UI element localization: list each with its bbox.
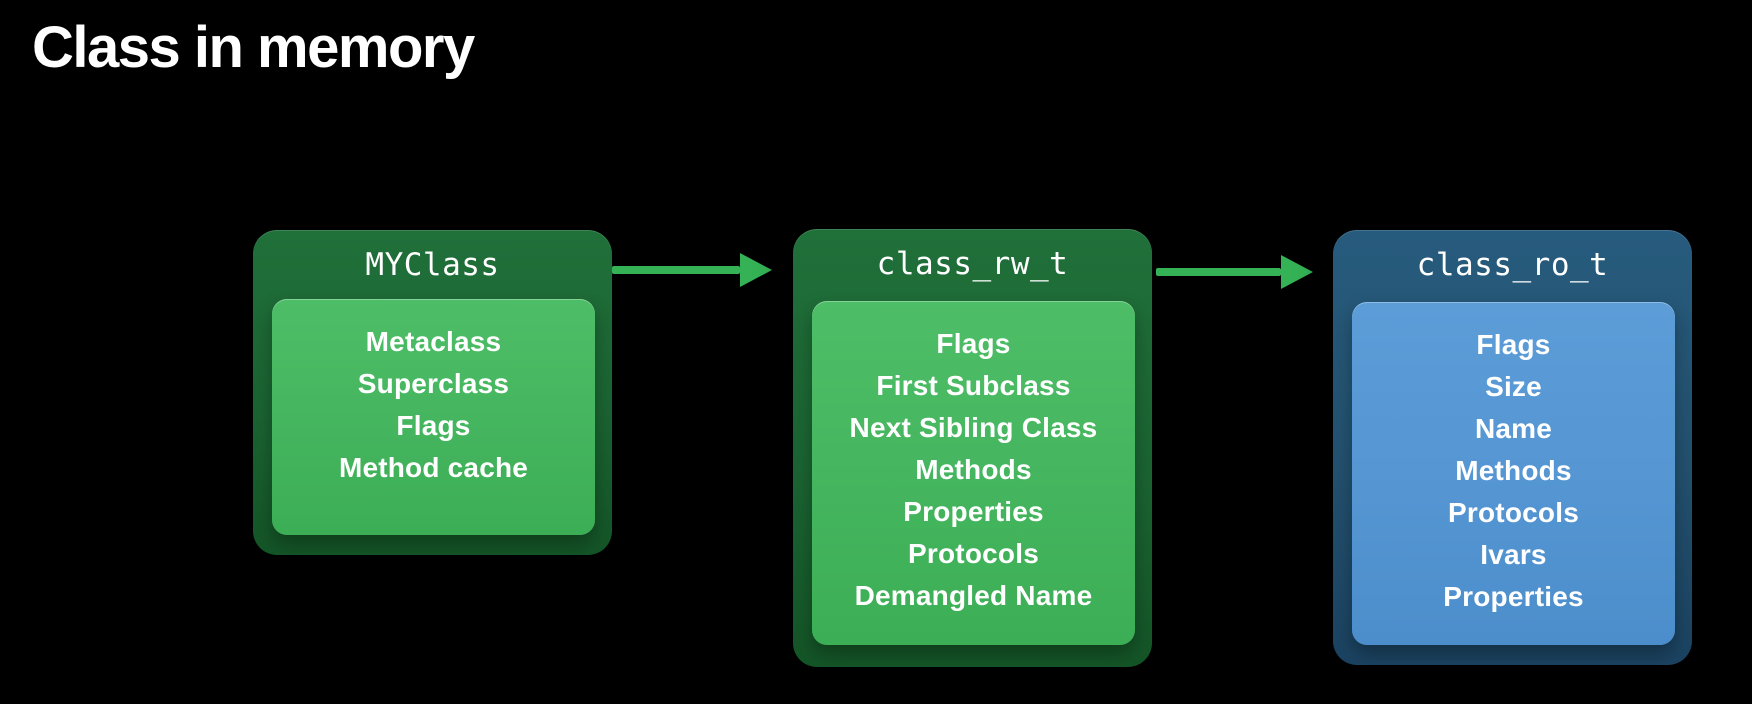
node-title: MYClass	[365, 246, 500, 283]
node-item-list: Metaclass Superclass Flags Method cache	[272, 299, 595, 489]
node-item-list: Flags Size Name Methods Protocols Ivars …	[1352, 302, 1675, 618]
node-class-ro-t: class_ro_t Flags Size Name Methods Proto…	[1333, 230, 1692, 665]
node-item: Flags	[396, 410, 471, 441]
node-item: Method cache	[338, 452, 529, 483]
arrow-right-icon	[612, 253, 772, 287]
node-item: Properties	[1443, 581, 1584, 612]
node-item: Flags	[1476, 329, 1551, 360]
node-item: Protocols	[908, 538, 1039, 569]
node-title: class_ro_t	[1416, 246, 1609, 283]
node-item: Next Sibling Class	[849, 412, 1098, 443]
node-item: Flags	[936, 328, 1011, 359]
node-item: Size	[1485, 371, 1542, 402]
arrow-head	[1281, 255, 1313, 289]
node-item: Methods	[915, 454, 1032, 485]
node-item: Name	[1474, 413, 1553, 444]
node-myclass: MYClass Metaclass Superclass Flags Metho…	[253, 230, 612, 555]
node-body: Flags First Subclass Next Sibling Class …	[812, 301, 1135, 645]
node-item: Properties	[903, 496, 1044, 527]
arrow-shaft	[612, 266, 740, 274]
node-item: First Subclass	[876, 370, 1071, 401]
node-item: Protocols	[1448, 497, 1579, 528]
node-item-list: Flags First Subclass Next Sibling Class …	[812, 301, 1135, 617]
node-item: Methods	[1455, 455, 1572, 486]
node-item: Ivars	[1480, 539, 1547, 570]
node-body: Metaclass Superclass Flags Method cache	[272, 299, 595, 535]
arrow-right-icon	[1156, 255, 1313, 289]
arrow-head	[740, 253, 772, 287]
slide-title: Class in memory	[32, 15, 475, 80]
node-body: Flags Size Name Methods Protocols Ivars …	[1352, 302, 1675, 645]
arrow-shaft	[1156, 268, 1281, 276]
node-item: Metaclass	[365, 326, 502, 357]
node-title: class_rw_t	[876, 245, 1069, 282]
node-class-rw-t: class_rw_t Flags First Subclass Next Sib…	[793, 229, 1152, 667]
node-item: Superclass	[357, 368, 510, 399]
node-item: Demangled Name	[854, 580, 1093, 611]
